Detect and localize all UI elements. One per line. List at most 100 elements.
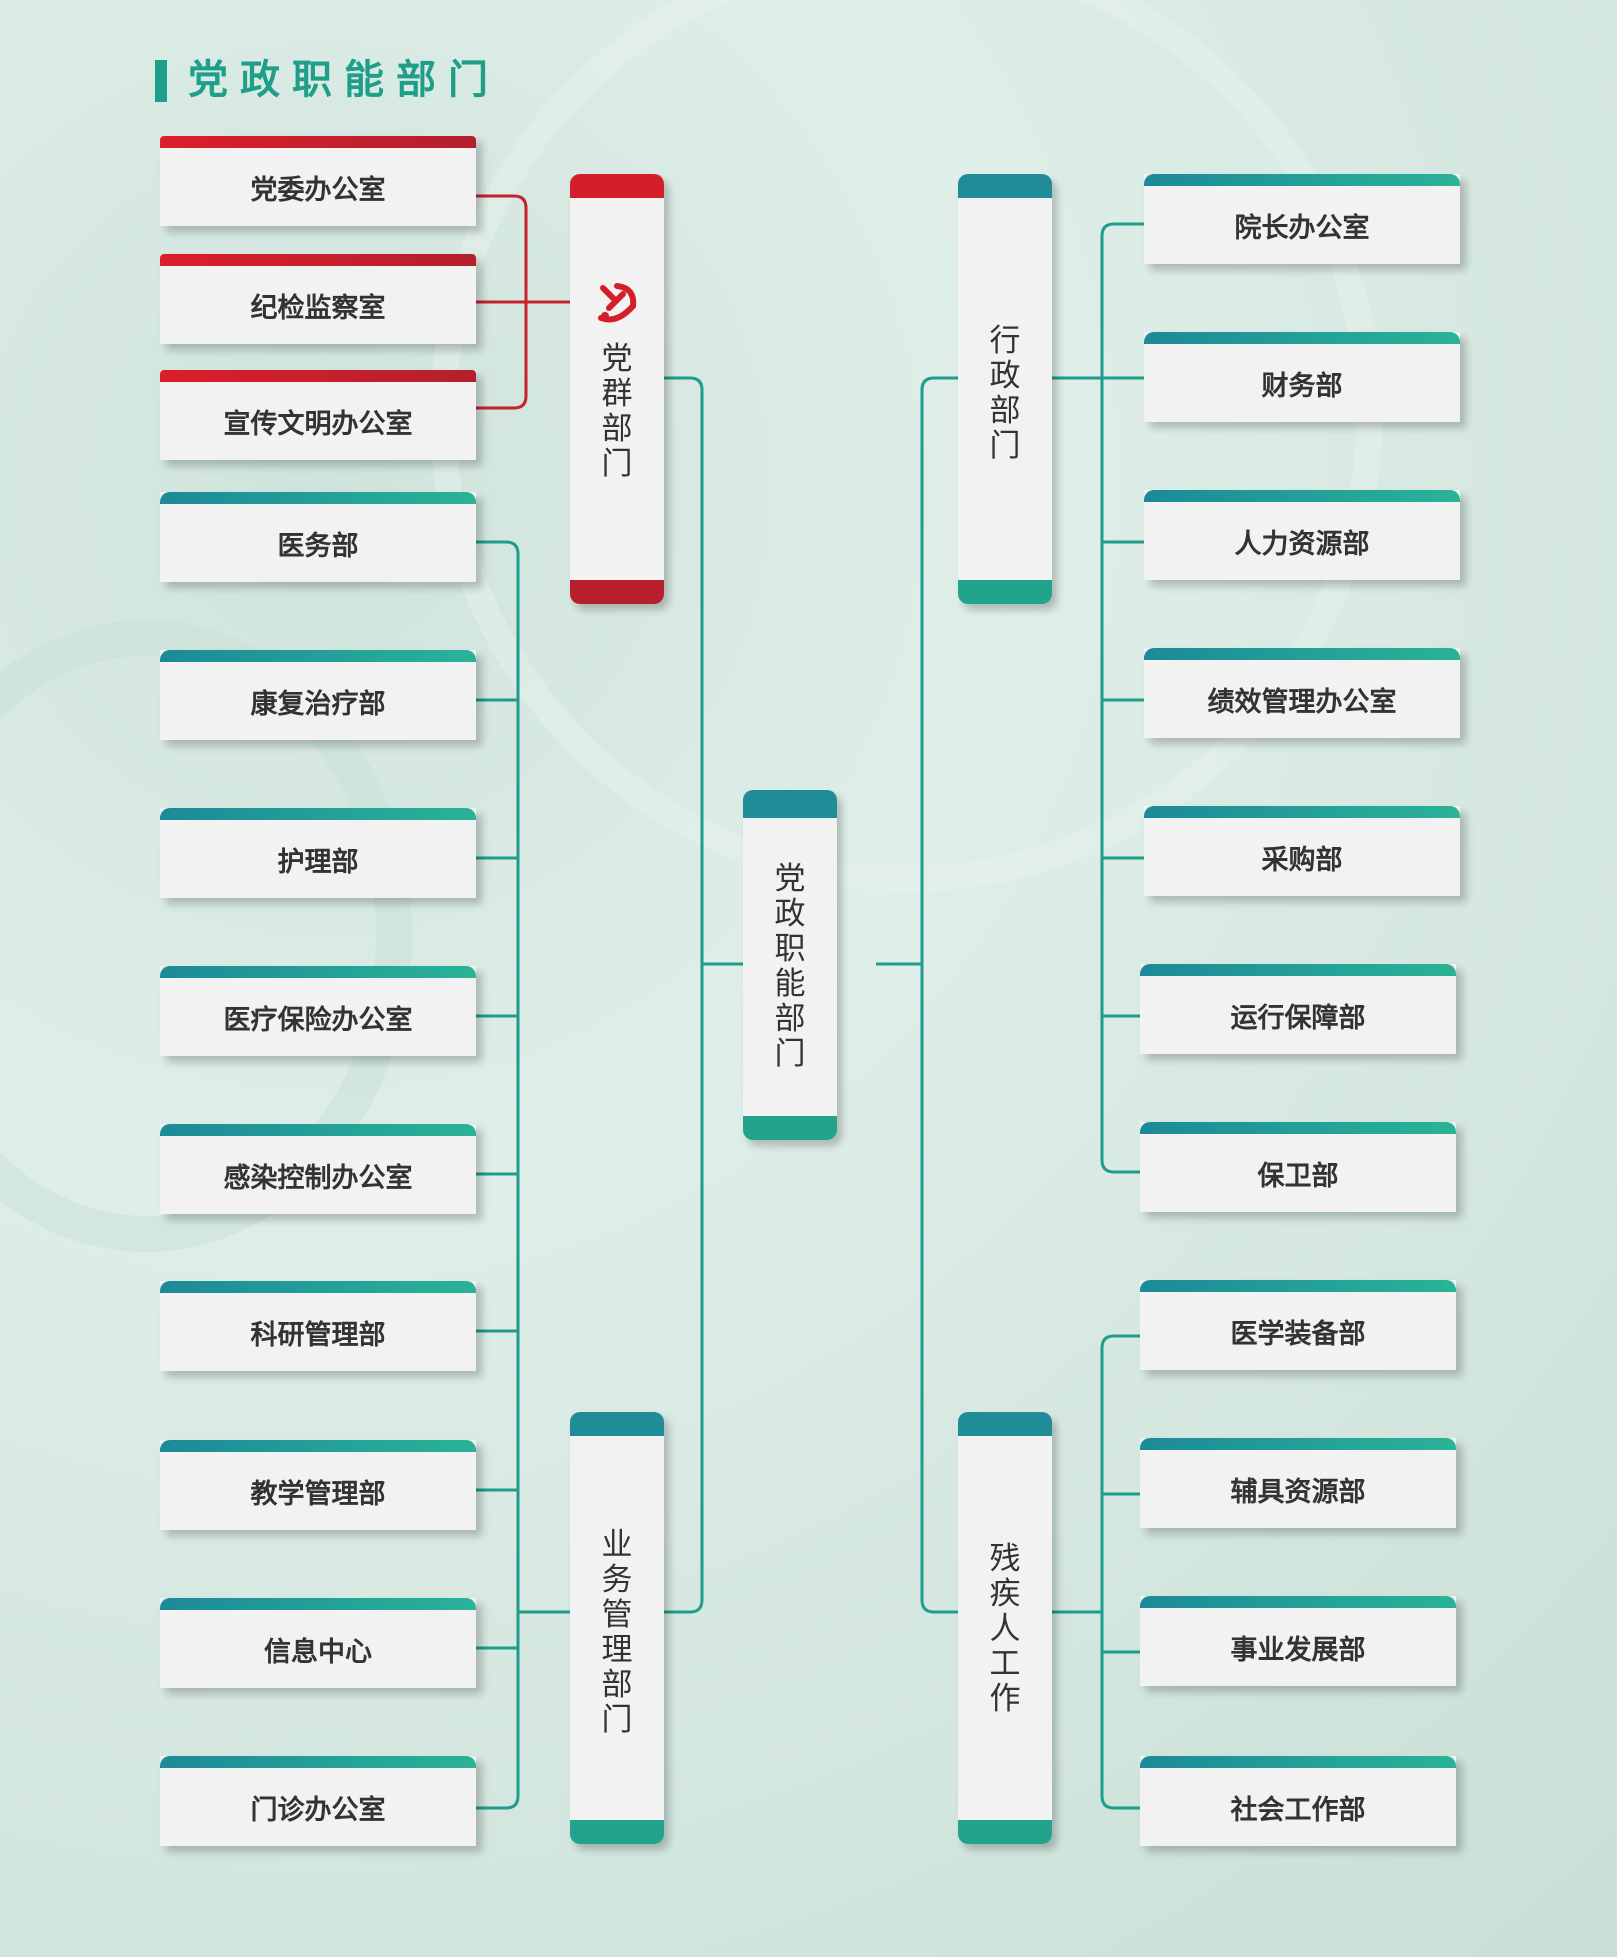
party-item[interactable]: 宣传文明办公室 [160, 370, 476, 460]
business-item[interactable]: 医疗保险办公室 [160, 966, 476, 1056]
business-item-label: 门诊办公室 [250, 1794, 386, 1826]
business-group-title: 业 务 管 理 部 门 [570, 1528, 664, 1738]
center-node-title: 党 政 职 能 部 门 [743, 862, 837, 1072]
business-item-label: 康复治疗部 [250, 688, 386, 720]
box-cap [1140, 1122, 1456, 1134]
disabled-work-item[interactable]: 辅具资源部 [1140, 1438, 1456, 1528]
business-item[interactable]: 科研管理部 [160, 1281, 476, 1371]
business-item-label: 教学管理部 [250, 1478, 386, 1510]
business-item[interactable]: 医务部 [160, 492, 476, 582]
business-item-label: 护理部 [277, 846, 359, 878]
box-cap [160, 808, 476, 820]
box-cap [160, 370, 476, 382]
title-char: 理 [601, 1632, 633, 1668]
box-cap [1140, 964, 1456, 976]
box-cap [160, 254, 476, 266]
title-char: 群 [601, 376, 633, 412]
party-item-label: 党委办公室 [250, 174, 386, 206]
business-item-label: 科研管理部 [250, 1319, 386, 1351]
box-cap [1144, 174, 1460, 186]
title-char: 行 [989, 323, 1021, 359]
node-cap-bottom [743, 1116, 837, 1140]
party-group-node[interactable]: 党 群 部 门 [570, 174, 664, 604]
title-char: 人 [989, 1611, 1021, 1647]
title-char: 能 [774, 966, 806, 1002]
title-char: 作 [989, 1681, 1021, 1717]
box-cap [160, 966, 476, 978]
node-cap-bottom [570, 1820, 664, 1844]
box-cap [1140, 1596, 1456, 1608]
party-item[interactable]: 党委办公室 [160, 136, 476, 226]
title-char: 部 [601, 1667, 633, 1703]
node-cap-top [743, 790, 837, 818]
admin-item[interactable]: 保卫部 [1140, 1122, 1456, 1212]
disabled-work-item[interactable]: 医学装备部 [1140, 1280, 1456, 1370]
disabled-work-item[interactable]: 社会工作部 [1140, 1756, 1456, 1846]
admin-item-label: 人力资源部 [1234, 528, 1370, 560]
title-char: 政 [774, 896, 806, 932]
business-item-label: 医务部 [277, 530, 359, 562]
disabled-work-item[interactable]: 事业发展部 [1140, 1596, 1456, 1686]
box-cap [1144, 332, 1460, 344]
title-char: 党 [601, 341, 633, 377]
admin-item[interactable]: 院长办公室 [1144, 174, 1460, 264]
title-char: 业 [601, 1527, 633, 1563]
box-cap [1140, 1280, 1456, 1292]
business-item[interactable]: 信息中心 [160, 1598, 476, 1688]
center-node[interactable]: 党 政 职 能 部 门 [743, 790, 837, 1140]
admin-item[interactable]: 运行保障部 [1140, 964, 1456, 1054]
title-char: 政 [989, 358, 1021, 394]
page-title: 党政职能部门 [188, 57, 500, 103]
disabled-work-group-node[interactable]: 残 疾 人 工 作 [958, 1412, 1052, 1844]
title-char: 部 [774, 1001, 806, 1037]
title-char: 工 [989, 1646, 1021, 1682]
node-cap-top [958, 174, 1052, 198]
admin-item[interactable]: 人力资源部 [1144, 490, 1460, 580]
admin-item-label: 采购部 [1261, 844, 1343, 876]
admin-item[interactable]: 绩效管理办公室 [1144, 648, 1460, 738]
title-char: 门 [601, 1702, 633, 1738]
party-item[interactable]: 纪检监察室 [160, 254, 476, 344]
party-item-label: 宣传文明办公室 [223, 408, 413, 440]
business-item[interactable]: 教学管理部 [160, 1440, 476, 1530]
box-cap [160, 1281, 476, 1293]
title-char: 部 [989, 393, 1021, 429]
business-item[interactable]: 门诊办公室 [160, 1756, 476, 1846]
admin-item[interactable]: 财务部 [1144, 332, 1460, 422]
admin-group-node[interactable]: 行 政 部 门 [958, 174, 1052, 604]
admin-item-label: 保卫部 [1257, 1160, 1339, 1192]
node-cap-top [570, 1412, 664, 1436]
title-char: 职 [774, 931, 806, 967]
box-cap [160, 492, 476, 504]
disabled-work-item-label: 社会工作部 [1230, 1794, 1366, 1826]
business-item[interactable]: 康复治疗部 [160, 650, 476, 740]
box-cap [160, 1598, 476, 1610]
admin-item-label: 运行保障部 [1230, 1002, 1366, 1034]
title-char: 门 [989, 428, 1021, 464]
business-group-node[interactable]: 业 务 管 理 部 门 [570, 1412, 664, 1844]
title-char: 门 [774, 1036, 806, 1072]
admin-item-label: 绩效管理办公室 [1207, 686, 1397, 718]
party-group-title: 党 群 部 门 [570, 342, 664, 482]
admin-group-title: 行 政 部 门 [958, 324, 1052, 464]
title-char: 疾 [989, 1576, 1021, 1612]
business-item[interactable]: 感染控制办公室 [160, 1124, 476, 1214]
box-cap [1144, 490, 1460, 502]
node-cap-bottom [958, 1820, 1052, 1844]
business-item-label: 医疗保险办公室 [223, 1004, 413, 1036]
party-item-label: 纪检监察室 [250, 292, 386, 324]
business-item[interactable]: 护理部 [160, 808, 476, 898]
business-item-label: 信息中心 [264, 1636, 372, 1668]
box-cap [160, 1440, 476, 1452]
box-cap [1140, 1438, 1456, 1450]
title-char: 管 [601, 1597, 633, 1633]
box-cap [1144, 806, 1460, 818]
title-char: 部 [601, 411, 633, 447]
node-cap-top [570, 174, 664, 198]
admin-item[interactable]: 采购部 [1144, 806, 1460, 896]
title-char: 残 [989, 1541, 1021, 1577]
box-cap [160, 1124, 476, 1136]
party-emblem-icon [598, 283, 637, 323]
title-char: 门 [601, 446, 633, 482]
box-cap [1144, 648, 1460, 660]
